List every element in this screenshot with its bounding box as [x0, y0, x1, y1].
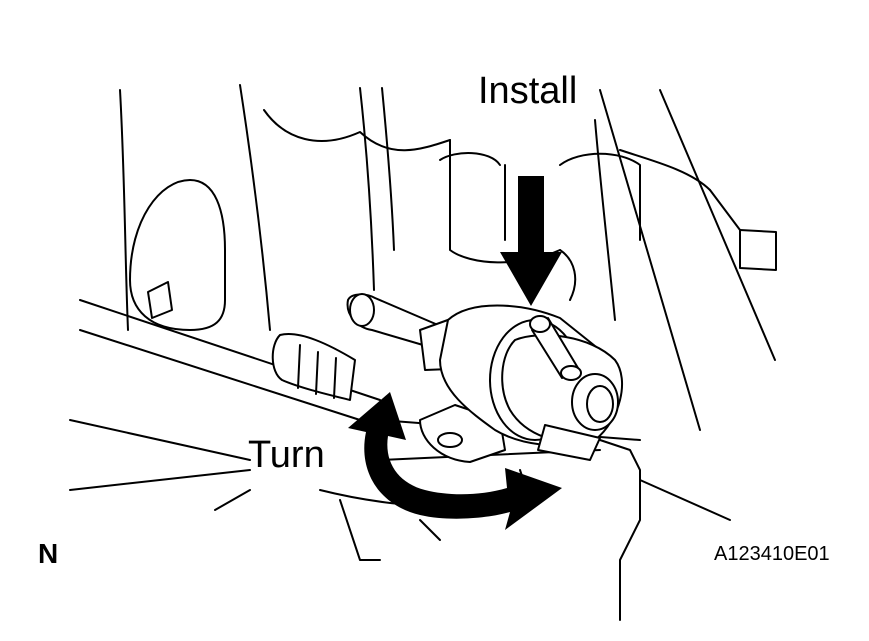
engine-block	[119, 84, 777, 431]
install-arrow-icon	[500, 176, 562, 306]
lower-housing	[69, 299, 731, 621]
fuel-hose	[271, 333, 356, 401]
fuel-pressure-regulator	[346, 293, 624, 461]
install-label: Install	[478, 70, 578, 112]
figure-code: A123410E01	[714, 543, 830, 565]
turn-label: Turn	[248, 434, 325, 476]
view-marker: N	[38, 538, 59, 569]
turn-arrow-icon	[348, 392, 562, 530]
